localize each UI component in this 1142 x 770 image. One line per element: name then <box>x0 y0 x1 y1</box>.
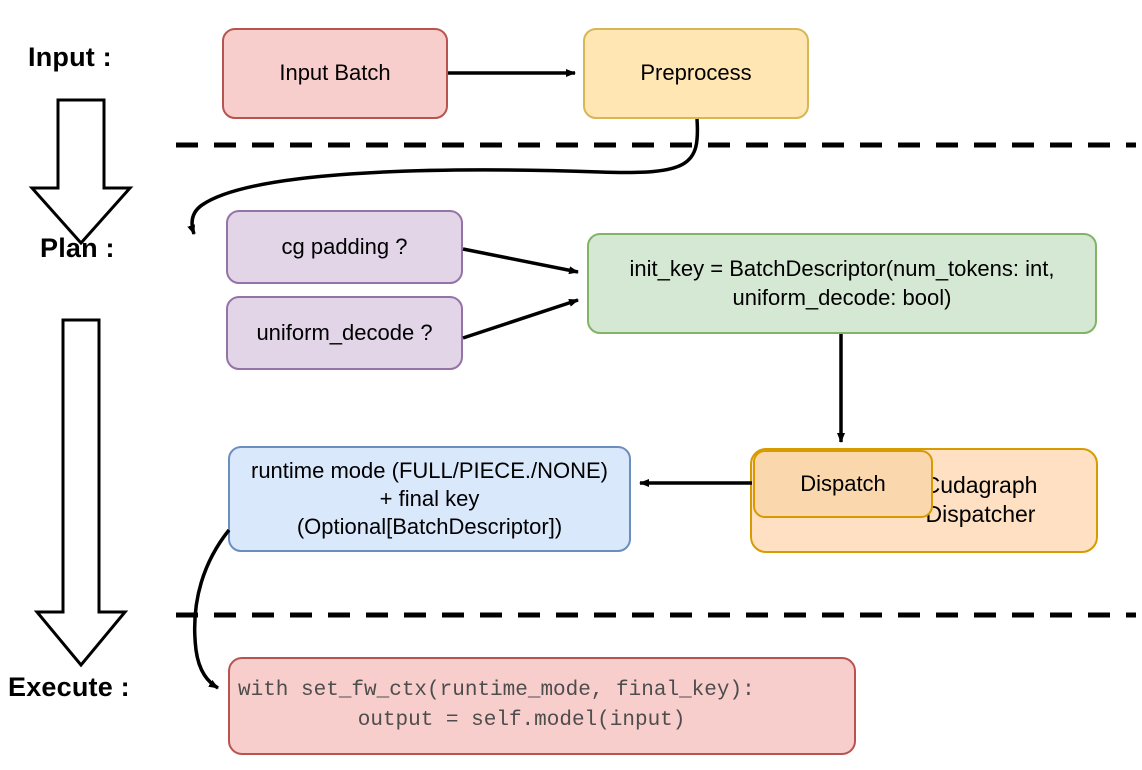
plan-to-execute-flow-arrow <box>33 318 129 668</box>
node-uniform-decode-label: uniform_decode ? <box>256 319 433 345</box>
node-runtime-mode[interactable]: runtime mode (FULL/PIECE./NONE) + final … <box>228 446 631 552</box>
node-cudagraph-dispatcher-line2: Dispatcher <box>925 501 1036 528</box>
node-dispatch[interactable]: Dispatch <box>753 450 933 518</box>
node-code-block-text: with set_fw_ctx(runtime_mode, final_key)… <box>238 679 755 732</box>
node-preprocess-label: Preprocess <box>640 60 752 86</box>
connector-runtime-mode-to-code-block <box>192 528 231 690</box>
node-cudagraph-dispatcher-line1: Cudagraph <box>923 471 1038 498</box>
stage-label-plan: Plan : <box>40 233 115 263</box>
node-cg-padding[interactable]: cg padding ? <box>226 210 463 284</box>
node-input-batch-label: Input Batch <box>279 60 391 86</box>
connector-uniform-decode-to-init-key <box>462 298 579 340</box>
node-uniform-decode[interactable]: uniform_decode ? <box>226 296 463 370</box>
node-runtime-mode-line2: + final key (Optional[BatchDescriptor]) <box>296 485 563 540</box>
node-runtime-mode-line1: runtime mode (FULL/PIECE./NONE) <box>251 457 608 483</box>
stage-label-execute: Execute : <box>8 672 130 702</box>
input-to-plan-flow-arrow <box>28 98 134 246</box>
node-input-batch[interactable]: Input Batch <box>222 28 448 119</box>
node-init-key-line1: init_key = BatchDescriptor(num_tokens: i… <box>629 256 1055 282</box>
stage-label-input: Input : <box>28 42 112 72</box>
node-code-block[interactable]: with set_fw_ctx(runtime_mode, final_key)… <box>228 657 856 755</box>
connector-cg-padding-to-init-key <box>462 247 579 275</box>
node-cg-padding-label: cg padding ? <box>281 233 408 259</box>
node-init-key-text: init_key = BatchDescriptor(num_tokens: i… <box>606 255 1079 311</box>
node-init-key-line2: uniform_decode: bool) <box>732 284 952 310</box>
node-preprocess[interactable]: Preprocess <box>583 28 809 119</box>
node-cudagraph-dispatcher-label: Cudagraph Dispatcher <box>883 471 1078 531</box>
node-runtime-mode-text: runtime mode (FULL/PIECE./NONE) + final … <box>230 457 629 541</box>
node-dispatch-label: Dispatch <box>800 470 886 496</box>
node-init-key[interactable]: init_key = BatchDescriptor(num_tokens: i… <box>587 233 1097 334</box>
